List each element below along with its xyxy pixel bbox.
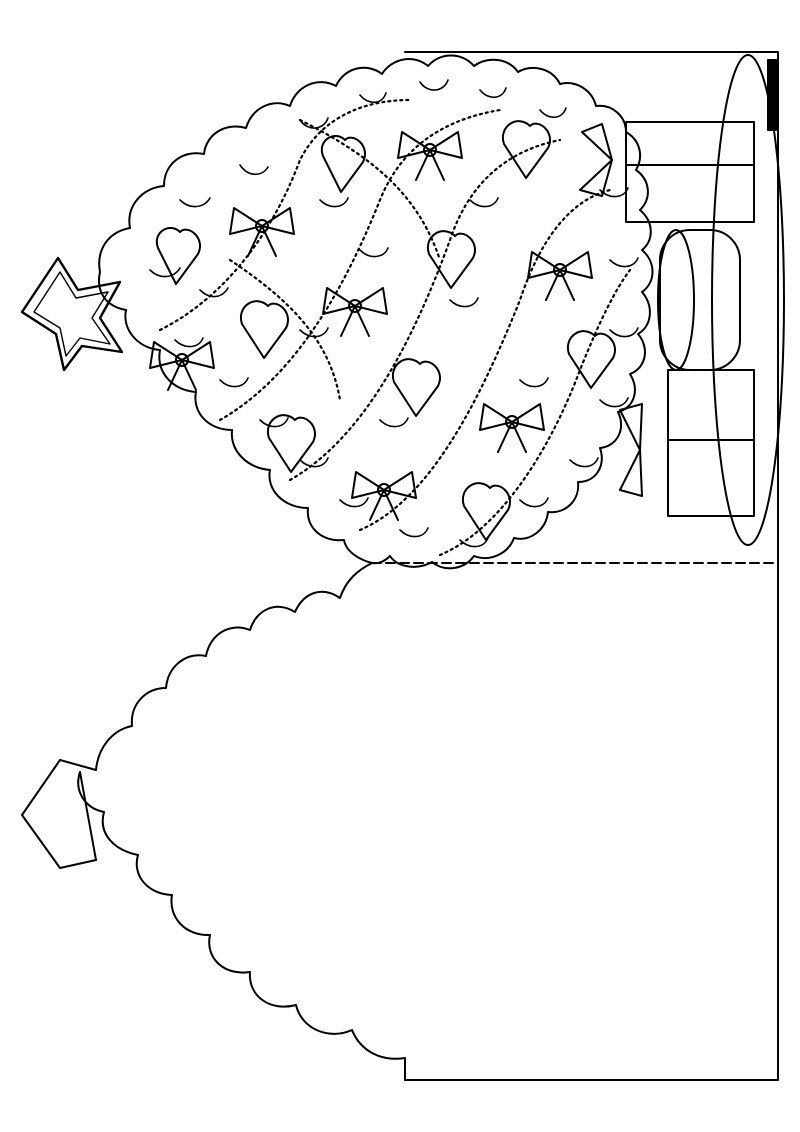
bead-garlands <box>158 98 632 557</box>
heart-ornament-icon <box>501 120 551 179</box>
card-frame <box>371 51 779 1081</box>
heart-ornament-icon <box>239 300 289 359</box>
garland-5 <box>438 268 632 557</box>
heart-ornament-icon <box>266 414 316 473</box>
card-top-edge <box>404 51 779 1081</box>
garland-7 <box>228 258 342 402</box>
bow-ornament-icon <box>229 207 295 257</box>
bow-ornament-icon <box>397 131 463 181</box>
tree-canopy-right <box>371 131 654 570</box>
heart-ornament-icon <box>320 135 366 193</box>
star-icon <box>20 256 124 372</box>
garland-4 <box>358 188 612 532</box>
gift-box-icon <box>619 369 755 517</box>
bow-ornament-icon <box>149 341 215 391</box>
garland-6 <box>298 118 442 262</box>
heart-ornament-icon <box>461 482 511 541</box>
tree-outline-icon <box>21 562 406 1081</box>
tree-stand-disc-icon <box>711 54 785 546</box>
heart-ornament-icon <box>155 227 201 285</box>
heart-ornament-icon <box>566 330 616 389</box>
bow-ornament-icon <box>322 287 388 337</box>
tree-canopy-outline <box>98 54 627 564</box>
heart-ornaments <box>155 120 616 541</box>
heart-ornament-icon <box>391 358 441 417</box>
garland-3 <box>288 138 562 482</box>
bow-ornament-icon <box>351 471 417 521</box>
garland-1 <box>158 98 412 332</box>
bow-ornaments <box>149 131 593 521</box>
tree-canopy <box>98 54 654 570</box>
tree-pot-icon <box>657 229 741 371</box>
bow-ornament-icon <box>479 403 545 453</box>
tree-base <box>579 54 785 546</box>
gift-box-icon <box>579 121 755 223</box>
garland-2 <box>218 108 502 422</box>
heart-ornament-icon <box>426 230 476 289</box>
star-inner-icon <box>33 271 111 357</box>
bow-ornament-icon <box>527 251 593 301</box>
tree-branch-tufts <box>149 79 639 548</box>
